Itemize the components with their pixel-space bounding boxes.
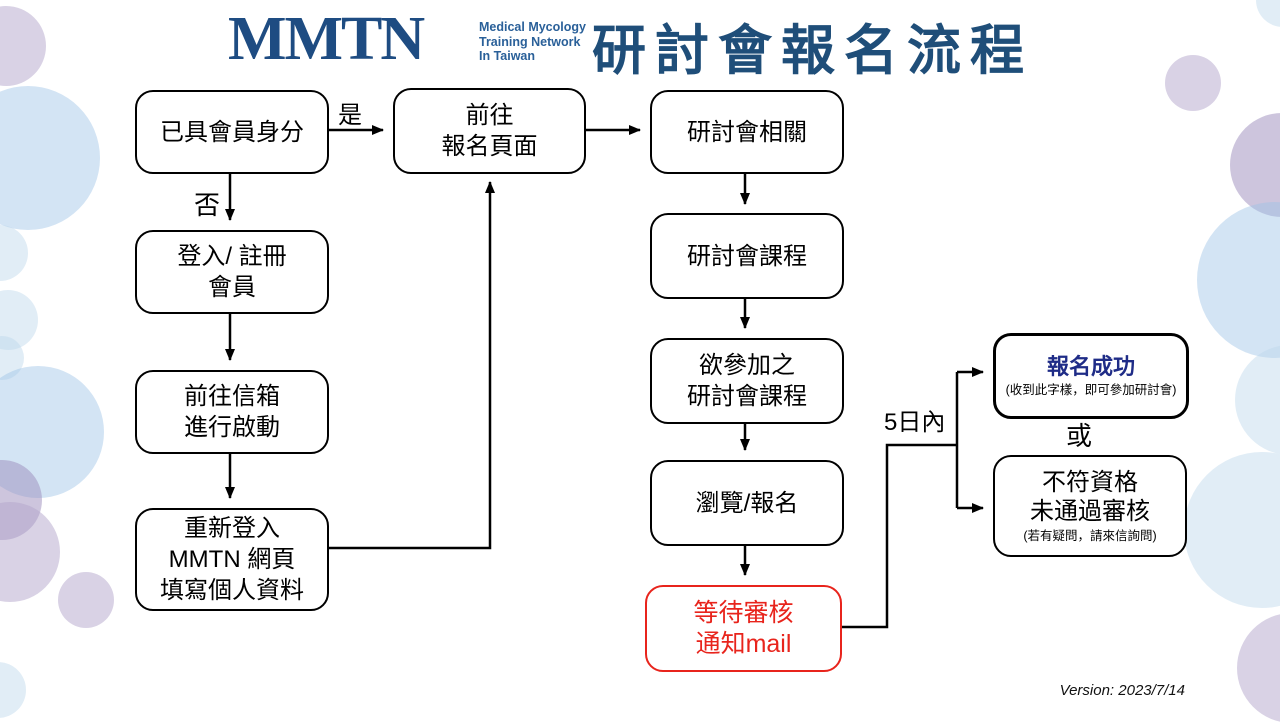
node-seminar-related: 研討會相關 [650, 90, 844, 174]
node-label: 等待審核 通知mail [693, 598, 794, 658]
node-mailbox-activate: 前往信箱 進行啟動 [135, 370, 329, 454]
node-label: 重新登入 MMTN 網頁 填寫個人資料 [160, 515, 304, 604]
node-label: 前往信箱 進行啟動 [184, 383, 280, 441]
node-label: 瀏覽/報名 [695, 489, 799, 517]
page-title: 研討會報名流程 [592, 21, 1033, 81]
node-already-member: 已具會員身分 [135, 90, 329, 174]
node-not-qualified: 不符資格 未通過審核 (若有疑問，請來信詢問) [993, 455, 1187, 557]
edge-label-yes: 是 [338, 102, 362, 129]
edge-label-within-5-days: 5日內 [884, 409, 946, 436]
edge-label-no: 否 [194, 190, 221, 220]
node-caption: (若有疑問，請來信詢問) [1023, 529, 1157, 543]
node-caption: (收到此字樣，即可參加研討會) [1005, 383, 1177, 397]
node-wait-review-mail: 等待審核 通知mail [645, 585, 842, 672]
node-label: 研討會課程 [687, 242, 807, 270]
decor-circle-purple [1165, 55, 1221, 111]
edge-label-or: 或 [1066, 421, 1093, 451]
node-label: 登入/ 註冊 會員 [177, 243, 287, 301]
mmtn-logo: MMTN [228, 5, 425, 73]
connector-wait-to-results [839, 372, 959, 629]
node-browse-register: 瀏覽/報名 [650, 460, 844, 546]
node-label: 前往 報名頁面 [441, 102, 538, 160]
node-login-register: 登入/ 註冊 會員 [135, 230, 329, 314]
node-label: 不符資格 未通過審核 [1030, 469, 1150, 525]
arrow-relogin-to-registration [325, 181, 495, 550]
node-label: 報名成功 [1046, 354, 1135, 379]
node-relogin-fill-profile: 重新登入 MMTN 網頁 填寫個人資料 [135, 508, 329, 611]
version-text: Version: 2023/7/14 [1059, 682, 1185, 699]
node-goto-registration-page: 前往 報名頁面 [393, 88, 586, 174]
node-label: 已具會員身分 [160, 118, 304, 146]
mmtn-logo-tagline: Medical Mycology Training Network In Tai… [479, 20, 586, 63]
node-desired-course: 欲參加之 研討會課程 [650, 338, 844, 424]
node-label: 研討會相關 [687, 118, 807, 146]
decor-circle-purple [58, 572, 114, 628]
node-label: 欲參加之 研討會課程 [687, 352, 807, 410]
node-seminar-courses: 研討會課程 [650, 213, 844, 299]
node-registration-success: 報名成功 (收到此字樣，即可參加研討會) [993, 333, 1189, 419]
